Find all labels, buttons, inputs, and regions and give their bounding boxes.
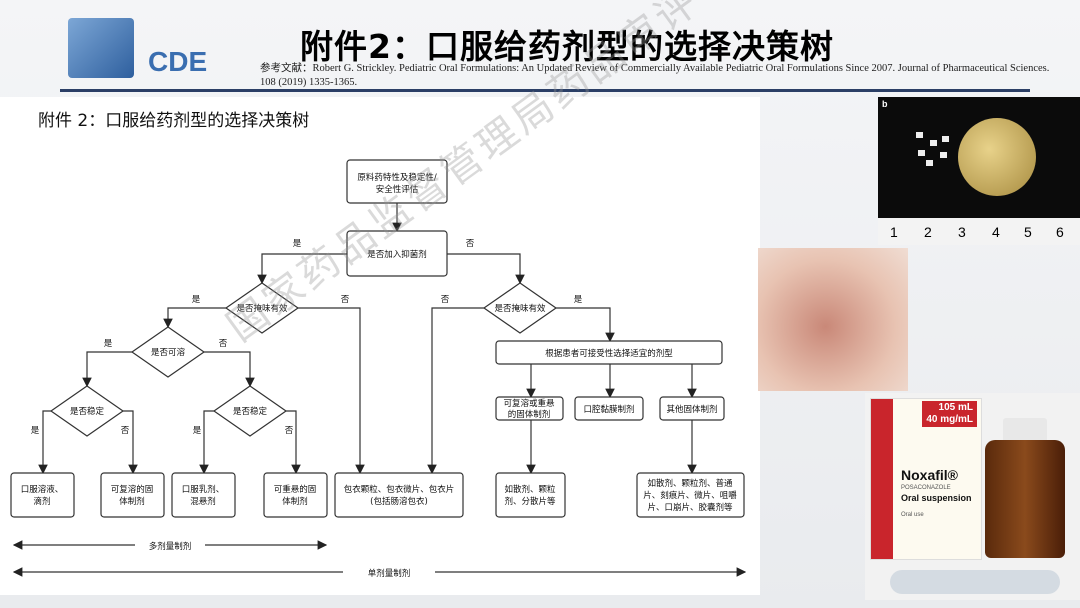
coin-icon [958,118,1036,196]
start-text: 安全性评估 [376,184,419,195]
out-box-4 [263,472,328,518]
cde-logo-icon [68,18,134,78]
out-5-text: 包衣颗粒、包衣微片、包衣片 [344,484,455,495]
start-text: 原料药特性及稳定性/ [357,172,437,183]
connectors [12,203,747,577]
preservative-text: 是否加入抑菌剂 [367,249,427,260]
taste-right-text: 是否掩味有效 [494,303,546,314]
panel-label: b [882,99,888,109]
diamond-taste-left [224,282,300,334]
minitablet-icon [942,136,949,142]
logo-text: CDE [148,46,208,77]
out-box-1 [10,472,75,518]
minitablet-icon [916,132,923,138]
out-box-5 [334,472,464,518]
start-box [346,159,448,204]
out-7-text: 片、口崩片、胶囊剂等 [647,502,733,513]
dosing-spoon [890,570,1060,594]
out-3-text: 口服乳剂、 [182,484,225,495]
mid-1-text: 的固体制剂 [508,409,551,420]
taste-left-text: 是否掩味有效 [236,303,288,314]
no-label: 否 [219,339,228,349]
out-1-text: 口服溶液、 [21,484,64,495]
mid-2-text: 口腔黏膜制剂 [583,404,634,415]
ruler: 1 2 3 4 5 6 [878,218,1080,245]
minitablet-icon [918,150,925,156]
soluble-text: 是否可溶 [151,347,186,358]
yes-label: 是 [31,426,40,436]
no-label: 否 [441,295,450,305]
ruler-tick: 6 [1056,224,1064,240]
bottle [985,440,1065,558]
single-dose-label: 单剂量制剂 [368,568,411,579]
out-2-text: 体制剂 [119,496,145,507]
concentration-text: 40 mg/mL [926,414,973,425]
preservative-box [346,230,448,277]
ruler-tick: 5 [1024,224,1032,240]
out-1-text: 滴剂 [33,496,50,507]
out-6-text: 剂、分散片等 [504,496,556,507]
out-box-3 [171,472,236,518]
volume-text: 105 mL [938,402,973,413]
title-divider [60,89,1030,92]
no-label: 否 [285,426,294,436]
no-label: 否 [466,239,475,249]
diamond-stable-2 [212,385,288,437]
mid-box-3 [659,396,725,421]
out-box-2 [100,472,165,518]
yes-label: 是 [192,295,201,305]
yes-label: 是 [574,295,583,305]
choose-text: 根据患者可接受性选择适宜的剂型 [545,348,673,359]
out-box-6 [495,472,566,518]
form-text: Oral suspension [901,493,972,503]
oral-film-photo [758,248,908,391]
bottle-cap [1003,418,1047,444]
brand-text: Noxafil® [901,467,958,483]
diamond-stable-1 [49,385,125,437]
stable-2-text: 是否稳定 [233,406,268,417]
multi-dose-label: 多剂量制剂 [149,541,192,552]
ruler-tick: 4 [992,224,1000,240]
generic-text: POSACONAZOLE [901,485,951,491]
out-2-text: 可复溶的固 [111,484,154,495]
diamond-taste-right [482,282,558,334]
yes-label: 是 [193,426,202,436]
ruler-tick: 1 [890,224,898,240]
yes-label: 是 [293,239,302,249]
out-7-text: 片、刻痕片、微片、咀嚼 [643,490,737,501]
route-text: Oral use [901,512,924,518]
out-6-text: 如散剂、颗粒 [504,484,556,495]
stable-1-text: 是否稳定 [70,406,105,417]
out-4-text: 体制剂 [282,496,308,507]
reference: 参考文献：Robert G. Strickley. Pediatric Oral… [260,63,1050,88]
slide-title: 附件2：口服给药剂型的选择决策树 [300,27,834,66]
minitablet-icon [926,160,933,166]
mid-1-text: 可复溶或重悬 [503,398,555,409]
out-7-text: 如散剂、颗粒剂、普通 [647,478,733,489]
minitablet-icon [930,140,937,146]
flowchart-title: 附件 2：口服给药剂型的选择决策树 [38,111,310,131]
minitablet-icon [940,152,947,158]
no-label: 否 [121,426,130,436]
mid-box-2 [574,396,644,421]
ruler-tick: 2 [924,224,932,240]
diamond-soluble [130,326,206,378]
out-4-text: 可重悬的固 [274,484,317,495]
out-box-7 [636,472,745,518]
no-label: 否 [341,295,350,305]
mid-box-1 [495,396,564,421]
choose-box [495,340,723,365]
mid-3-text: 其他固体制剂 [666,404,717,415]
yes-label: 是 [104,339,113,349]
out-3-text: 混悬剂 [190,496,216,507]
ruler-tick: 3 [958,224,966,240]
out-5-text: (包括肠溶包衣) [370,496,428,507]
